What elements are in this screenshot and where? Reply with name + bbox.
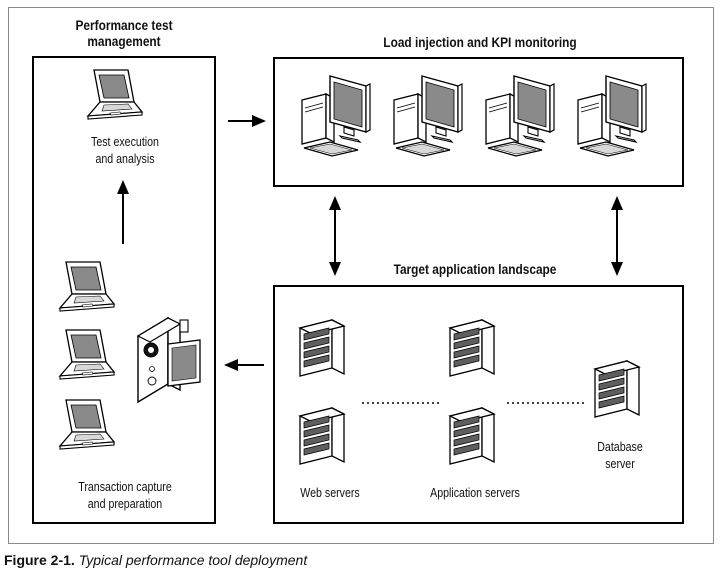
up-arrow-icon (117, 180, 129, 244)
database-server-icon (594, 360, 640, 418)
target-landscape-title: Target application landscape (393, 262, 557, 277)
load-injector-desktop-icon-2 (393, 75, 463, 157)
bidirectional-arrow-icon-right (611, 196, 623, 276)
database-server-label: Database server (586, 439, 654, 473)
transaction-capture-line2: and preparation (87, 497, 163, 511)
load-injector-desktop-icon-3 (485, 75, 555, 157)
figure-caption: Figure 2-1. Typical performance tool dep… (4, 552, 307, 568)
capture-laptop-icon-1 (59, 261, 115, 312)
bidirectional-arrow-icon-left (329, 196, 341, 276)
test-execution-line1: Test execution (91, 135, 159, 149)
test-execution-label: Test execution and analysis (66, 134, 185, 168)
capture-laptop-icon-2 (59, 329, 115, 380)
transaction-capture-line1: Transaction capture (78, 480, 172, 494)
web-server-icon-1 (299, 319, 345, 377)
management-title: Performance test management (50, 18, 198, 50)
database-server-line2: server (605, 457, 635, 471)
load-injector-desktop-icon-1 (301, 75, 371, 157)
load-injection-title: Load injection and KPI monitoring (383, 35, 577, 50)
capture-laptop-icon-3 (59, 399, 115, 450)
figure-number: Figure 2-1. (4, 552, 75, 568)
web-servers-label: Web servers (300, 486, 360, 500)
test-execution-line2: and analysis (95, 152, 155, 166)
load-injector-desktop-icon-4 (577, 75, 647, 157)
application-server-icon-1 (449, 319, 495, 377)
application-server-icon-2 (449, 407, 495, 465)
test-execution-laptop-icon (87, 69, 143, 120)
transaction-capture-label: Transaction capture and preparation (53, 479, 198, 513)
left-arrow-icon (224, 359, 264, 371)
application-servers-label: Application servers (430, 486, 520, 500)
web-server-icon-2 (299, 407, 345, 465)
management-title-line1: Performance test (75, 18, 173, 33)
figure-frame (8, 7, 714, 544)
management-title-line2: management (87, 34, 161, 49)
right-arrow-icon (228, 115, 266, 127)
figure-caption-text: Typical performance tool deployment (78, 552, 308, 568)
database-server-line1: Database (597, 440, 643, 454)
video-camera-icon (136, 316, 201, 404)
